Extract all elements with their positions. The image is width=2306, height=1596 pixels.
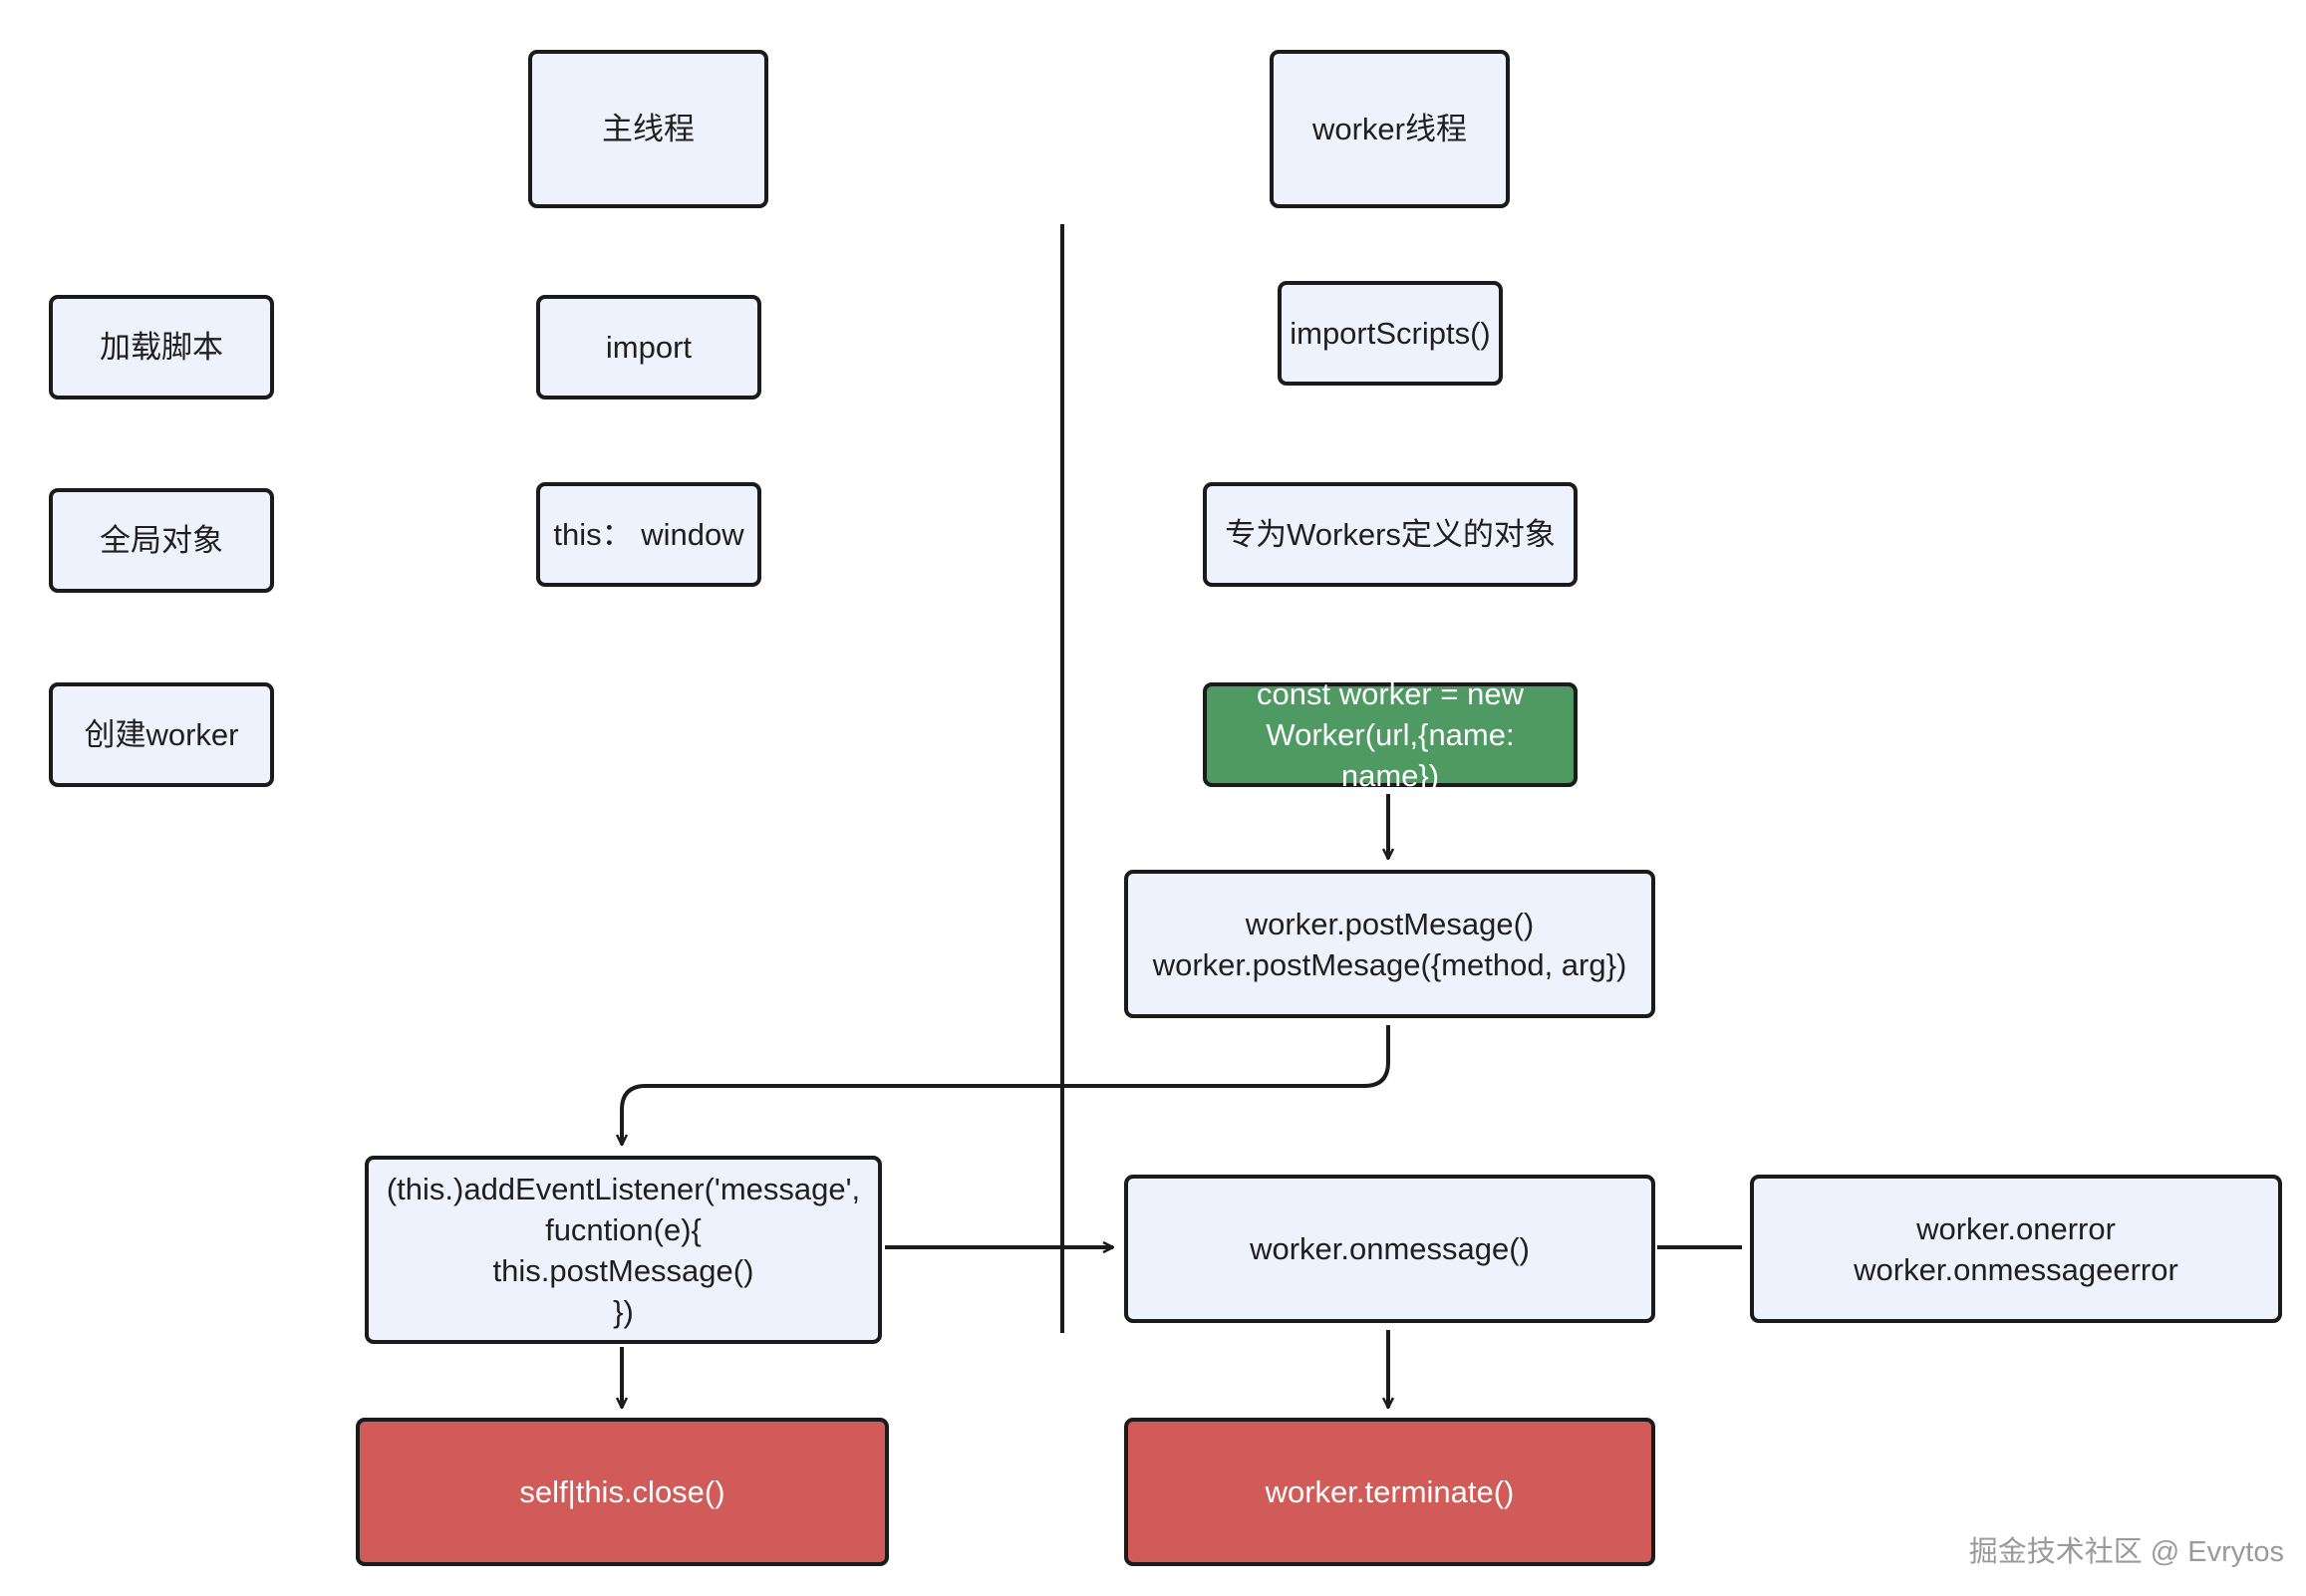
worker-onerror-label: worker.onerror worker.onmessageerror — [1854, 1210, 2178, 1287]
main-global-this-window-node: this： window — [536, 482, 761, 587]
row-label-load-script-text: 加载脚本 — [100, 330, 223, 365]
worker-global-object-node: 专为Workers定义的对象 — [1203, 482, 1578, 587]
worker-onmessage-node: worker.onmessage() — [1124, 1175, 1655, 1323]
worker-postmessage-node: worker.postMesage() worker.postMesage({m… — [1124, 870, 1655, 1018]
worker-global-object-label: 专为Workers定义的对象 — [1225, 517, 1556, 552]
row-label-global-object: 全局对象 — [49, 488, 274, 593]
watermark-text: 掘金技术社区 @ Evrytos — [1968, 1536, 2284, 1568]
row-label-load-script: 加载脚本 — [49, 295, 274, 399]
arrow-postmessage-to-listener — [622, 1025, 1390, 1145]
worker-terminate-node: worker.terminate() — [1124, 1418, 1655, 1566]
main-thread-header: 主线程 — [528, 50, 768, 208]
worker-thread-header: worker线程 — [1270, 50, 1510, 208]
main-close-node: self|this.close() — [356, 1418, 889, 1566]
main-global-this-window-label: this： window — [553, 517, 744, 552]
new-worker-node: const worker = new Worker(url,{name: nam… — [1203, 676, 1578, 793]
worker-thread-header-label: worker线程 — [1311, 112, 1467, 146]
worker-import-scripts-node: importScripts() — [1278, 281, 1503, 386]
main-message-listener-label: (this.)addEventListener('message', fucnt… — [386, 1171, 861, 1329]
worker-terminate-label: worker.terminate() — [1265, 1474, 1515, 1509]
worker-import-scripts-label: importScripts() — [1290, 316, 1491, 351]
main-close-label: self|this.close() — [519, 1474, 725, 1509]
main-message-listener-node: (this.)addEventListener('message', fucnt… — [365, 1156, 882, 1344]
worker-postmessage-label: worker.postMesage() worker.postMesage({m… — [1152, 906, 1627, 982]
main-import-label: import — [605, 330, 693, 365]
new-worker-label: const worker = new Worker(url,{name: nam… — [1257, 676, 1524, 793]
worker-onerror-node: worker.onerror worker.onmessageerror — [1750, 1175, 2282, 1323]
worker-onmessage-label: worker.onmessage() — [1250, 1231, 1530, 1266]
main-import-node: import — [536, 295, 761, 399]
main-thread-header-label: 主线程 — [602, 112, 695, 146]
row-label-create-worker-text: 创建worker — [84, 717, 239, 752]
row-label-global-object-text: 全局对象 — [100, 523, 223, 558]
row-label-create-worker: 创建worker — [49, 682, 274, 787]
